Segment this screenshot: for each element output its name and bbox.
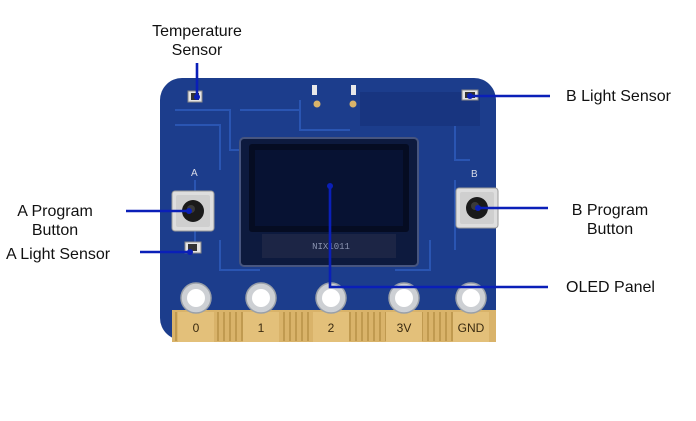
- pin-pad-2: [313, 312, 349, 342]
- a-light-sensor-die: [188, 244, 197, 251]
- pin-pad-3v: [386, 312, 422, 342]
- label-a-program-button: A Program Button: [0, 202, 110, 240]
- top-pad: [351, 85, 356, 95]
- label-b-program-line1: B Program: [571, 202, 649, 219]
- pin-pad-0: [178, 312, 214, 342]
- label-temperature-sensor: Temperature Sensor: [128, 22, 266, 60]
- label-temperature-line2: Sensor: [171, 42, 223, 59]
- label-b-program-button: B Program Button: [557, 201, 663, 239]
- pin-label-gnd: GND: [458, 321, 485, 335]
- label-b-light-sensor: B Light Sensor: [566, 88, 671, 105]
- label-a-program-line1: A Program: [17, 203, 93, 220]
- pin-hole-3v: [395, 289, 413, 307]
- callout-oled: [328, 186, 548, 289]
- label-b-program-line2: Button: [586, 221, 634, 238]
- pin-label-3v: 3V: [397, 321, 412, 335]
- a-program-button[interactable]: [171, 190, 215, 232]
- side-b-letter: B: [471, 169, 478, 180]
- label-a-light-sensor: A Light Sensor: [6, 246, 111, 263]
- top-via: [313, 100, 321, 108]
- pin-hole-gnd: [462, 289, 480, 307]
- callout-lines: [126, 63, 550, 289]
- pcb-shade: [360, 92, 480, 126]
- pin-pad-gnd: [453, 312, 489, 342]
- pin-label-2: 2: [328, 321, 335, 335]
- top-pad: [312, 85, 317, 95]
- label-temperature-line1: Temperature: [152, 23, 242, 40]
- label-a-program-line2: Button: [31, 222, 79, 239]
- pin-hole-0: [187, 289, 205, 307]
- pin-label-0: 0: [193, 321, 200, 335]
- top-via: [349, 100, 357, 108]
- pin-hole-1: [252, 289, 270, 307]
- pin-pad-1: [243, 312, 279, 342]
- pin-hole-2: [322, 289, 340, 307]
- callout-dots: [186, 93, 481, 255]
- pin-label-1: 1: [258, 321, 265, 335]
- side-a-letter: A: [191, 168, 198, 179]
- label-oled-panel: OLED Panel: [566, 279, 655, 296]
